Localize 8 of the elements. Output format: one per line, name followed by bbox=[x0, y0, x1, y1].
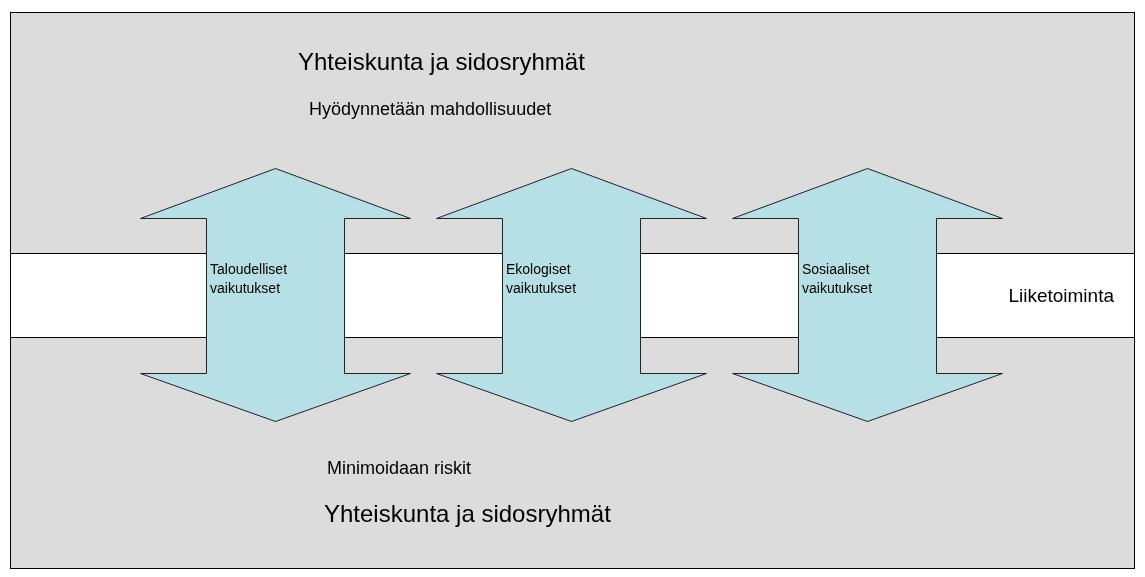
heading-text: Minimoidaan riskit bbox=[327, 457, 472, 480]
arrow-text: Sosiaaliset vaikutukset bbox=[802, 260, 874, 298]
heading-text: Yhteiskunta ja sidosryhmät bbox=[298, 47, 585, 77]
heading-text: Hyödynnetään mahdollisuudet bbox=[309, 98, 552, 121]
band-label: Liiketoiminta bbox=[1008, 284, 1114, 308]
arrow-text: Ekologiset vaikutukset bbox=[506, 260, 578, 298]
arrow-text: Taloudelliset vaikutukset bbox=[210, 260, 289, 298]
heading-text: Yhteiskunta ja sidosryhmät bbox=[324, 499, 611, 529]
